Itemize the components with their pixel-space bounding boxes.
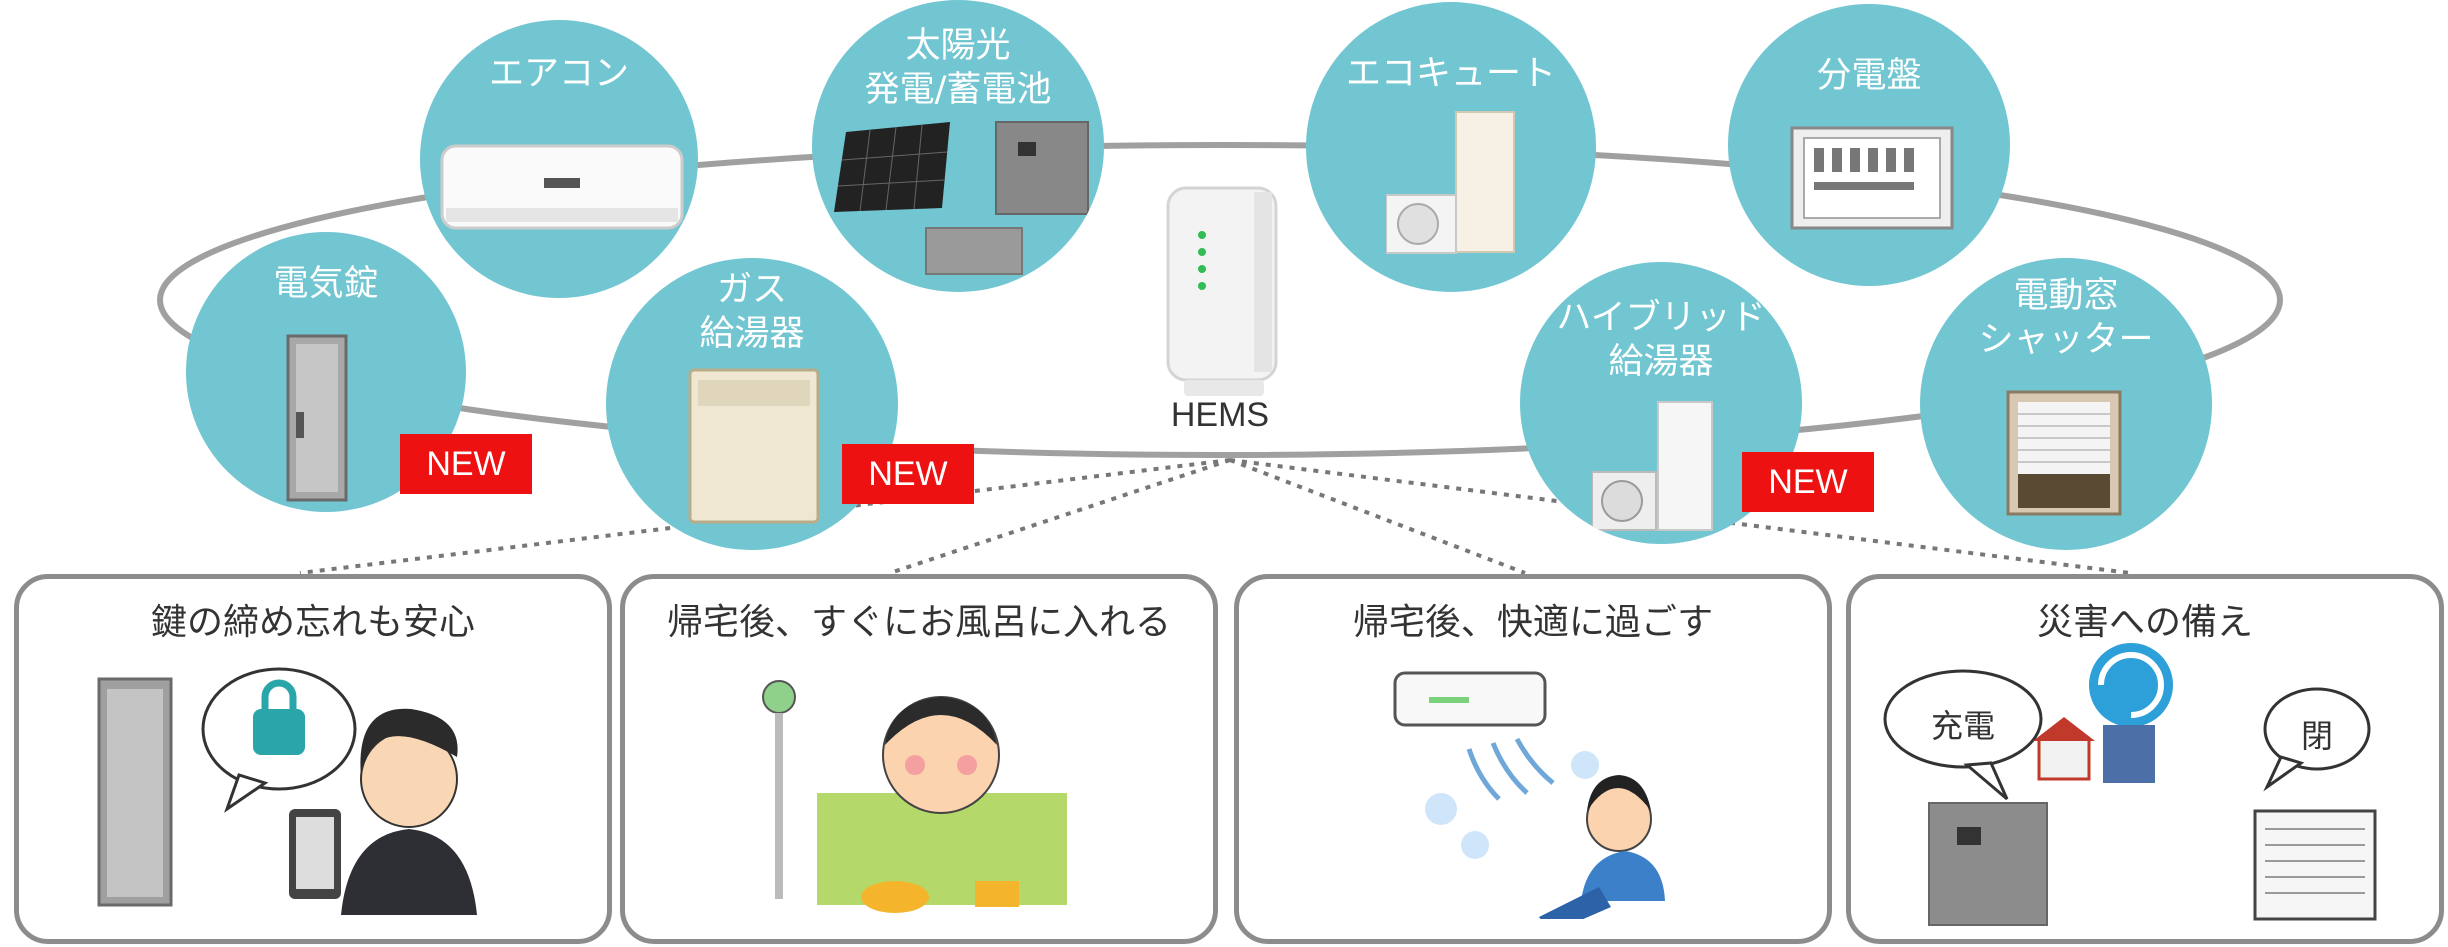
solar-panel-battery-icon bbox=[834, 121, 1089, 275]
aircon-label: エアコン bbox=[488, 54, 629, 94]
distribution-board-icon bbox=[1790, 126, 1954, 230]
scenario-title-disaster: 災害への備え bbox=[2036, 602, 2253, 643]
new-badge-gas: NEW bbox=[842, 444, 974, 504]
air-conditioner-icon bbox=[440, 144, 684, 230]
gas-water-heater-icon bbox=[688, 368, 820, 524]
close-label: 閉 bbox=[2300, 717, 2333, 755]
ecocute-label: エコキュート bbox=[1345, 54, 1556, 94]
heat-pump-water-heater-icon bbox=[1386, 111, 1515, 254]
panelboard-label: 分電盤 bbox=[1816, 56, 1922, 96]
scenario-panel-bath: 帰宅後、すぐにお風呂に入れる bbox=[620, 574, 1218, 944]
solar-node: 太陽光 発電/蓄電池 bbox=[812, 0, 1104, 292]
typhoon-icon bbox=[1883, 643, 2377, 926]
scenario-panel-disaster: 災害への備え 充電 閉 bbox=[1846, 574, 2444, 944]
gas-label: ガス 給湯器 bbox=[699, 270, 805, 354]
hems-label: HEMS bbox=[1170, 396, 1270, 434]
aircon-node: エアコン bbox=[420, 20, 698, 298]
ecocute-node: エコキュート bbox=[1306, 2, 1596, 292]
scenario-title-lock: 鍵の締め忘れも安心 bbox=[150, 602, 475, 643]
solar-label: 太陽光 発電/蓄電池 bbox=[864, 26, 1052, 110]
shutter-label: 電動窓 シャッター bbox=[1978, 276, 2154, 360]
lock-label: 電気錠 bbox=[273, 264, 379, 304]
device-ring bbox=[157, 142, 2283, 458]
shutter-node: 電動窓 シャッター bbox=[1920, 258, 2212, 550]
air-conditioner-relax-icon bbox=[1393, 671, 1665, 919]
smartphone-lock-icon bbox=[97, 667, 477, 915]
hybrid-label: ハイブリッド 給湯器 bbox=[1556, 298, 1766, 382]
door-lock-icon bbox=[286, 334, 348, 502]
charge-label: 充電 bbox=[1930, 707, 1995, 745]
scenario-panel-lock: 鍵の締め忘れも安心 bbox=[14, 574, 612, 944]
new-badge-hybrid: NEW bbox=[1742, 452, 1874, 512]
hybrid-water-heater-icon bbox=[1592, 401, 1713, 531]
scenario-title-comfort: 帰宅後、快適に過ごす bbox=[1352, 602, 1714, 643]
hybrid-node: ハイブリッド 給湯器 bbox=[1520, 262, 1802, 544]
panelboard-node: 分電盤 bbox=[1728, 4, 2010, 286]
scenario-title-bath: 帰宅後、すぐにお風呂に入れる bbox=[666, 602, 1171, 643]
new-badge-lock: NEW bbox=[400, 434, 532, 494]
hems-router-icon bbox=[1166, 180, 1280, 404]
scenario-panel-comfort: 帰宅後、快適に過ごす bbox=[1234, 574, 1832, 944]
window-shutter-icon bbox=[2006, 390, 2122, 516]
bath-icon bbox=[762, 680, 1067, 913]
gas-node: ガス 給湯器 bbox=[606, 258, 898, 550]
